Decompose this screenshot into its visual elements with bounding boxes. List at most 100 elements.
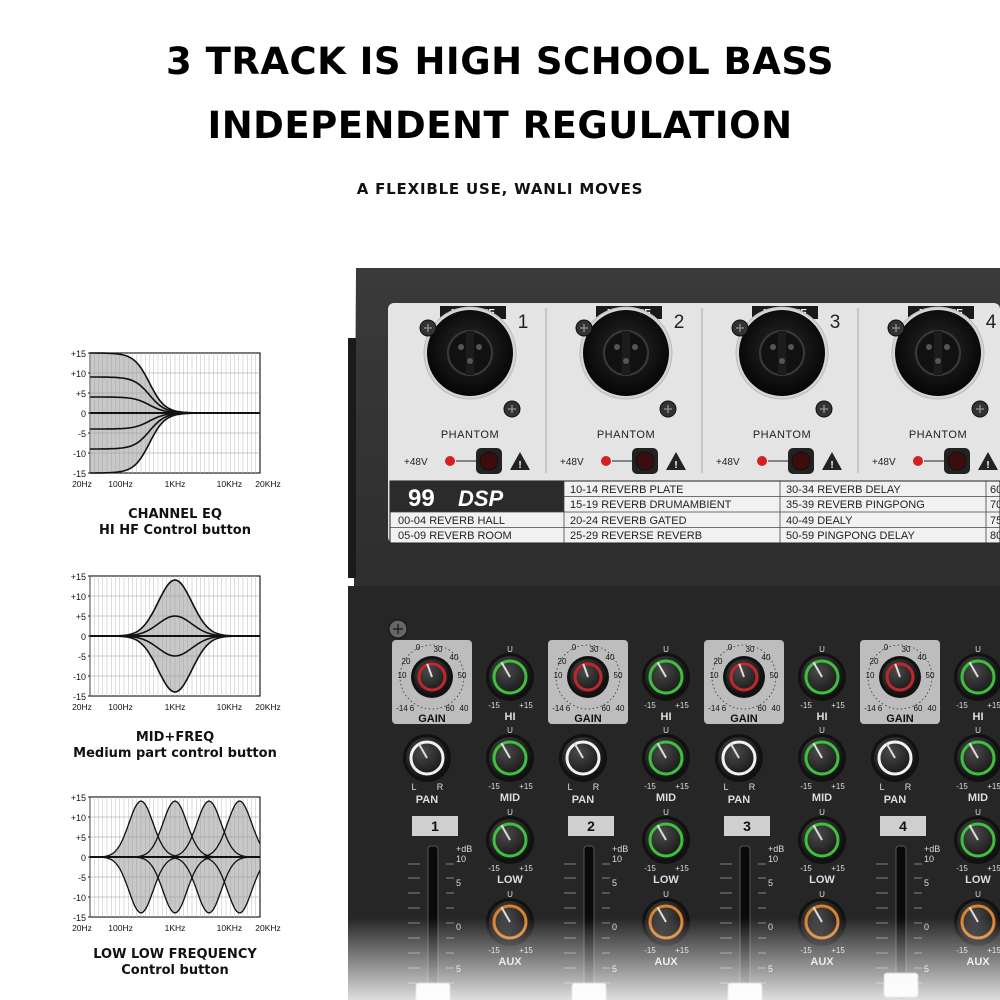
svg-text:+15: +15 [987,864,1000,873]
eq-low-xtick: 20Hz [72,923,92,933]
svg-text:+15: +15 [987,782,1000,791]
svg-text:U: U [819,890,825,899]
warning-icon [510,452,530,470]
gain-label: GAIN [886,713,914,725]
eq-low-xtick: 10KHz [217,923,243,933]
channel-badge-number: 3 [743,818,751,834]
phantom-led [445,456,455,466]
svg-text:6: 6 [410,704,415,713]
eq-low-ytick: +10 [71,813,86,823]
dsp-preset-entry: 30-34 REVERB DELAY [786,484,901,496]
svg-text:+15: +15 [519,782,533,791]
svg-text:U: U [507,808,513,817]
svg-text:5: 5 [768,878,773,888]
pan-label: PAN [572,794,594,806]
eq-caption-hi: CHANNEL EQ HI HF Control button [60,507,290,539]
svg-text:-15: -15 [644,701,656,710]
svg-text:60: 60 [446,704,455,713]
svg-text:40: 40 [762,653,771,662]
svg-text:+15: +15 [831,701,845,710]
svg-text:0: 0 [728,643,733,652]
svg-text:10: 10 [554,671,563,680]
svg-text:10: 10 [710,671,719,680]
svg-text:6: 6 [878,704,883,713]
svg-text:-14: -14 [552,704,564,713]
svg-text:10: 10 [924,854,934,864]
svg-text:+dB: +dB [768,844,784,854]
svg-text:!: ! [674,460,677,471]
svg-text:L: L [411,782,416,792]
channel-number: 1 [518,312,529,333]
dsp-badge-number: 99 [408,485,435,512]
input-channel-1: MIC/LINE1PHANTOM+48V! [404,306,530,474]
eq-mid-ytick: -10 [73,672,86,682]
hi-label: HI [817,711,828,723]
dsp-preset-entry: 70 [990,499,1000,511]
svg-text:40: 40 [928,704,937,713]
svg-text:R: R [905,782,912,792]
svg-text:U: U [507,726,513,735]
eq-caption-hi-title: CHANNEL EQ [128,507,222,522]
svg-text:L: L [879,782,884,792]
svg-text:R: R [437,782,444,792]
svg-text:-14: -14 [864,704,876,713]
phantom-label: PHANTOM [441,429,499,441]
svg-text:R: R [749,782,756,792]
svg-text:+15: +15 [831,864,845,873]
eq-hi-ytick: -15 [73,469,86,479]
channel-badge [568,816,614,836]
svg-text:50: 50 [458,671,467,680]
mid-label: MID [500,792,520,804]
phantom-led [913,456,923,466]
channel-number: 3 [830,312,841,333]
svg-text:+dB: +dB [456,844,472,854]
svg-text:40: 40 [460,704,469,713]
svg-text:40: 40 [450,653,459,662]
svg-text:5: 5 [612,878,617,888]
svg-text:U: U [507,890,513,899]
svg-text:-15: -15 [800,701,812,710]
svg-text:-15: -15 [488,864,500,873]
eq-mid-xtick: 1KHz [165,702,186,712]
svg-text:L: L [723,782,728,792]
dsp-preset-entry: 50-59 PINGPONG DELAY [786,530,915,542]
svg-text:-15: -15 [800,782,812,791]
svg-text:U: U [819,645,825,654]
eq-hi-xtick: 100Hz [108,479,133,489]
eq-low-xtick: 1KHz [165,923,186,933]
dsp-preset-entry: 80 [990,530,1000,542]
svg-text:!: ! [986,460,989,471]
dsp-preset-entry: 20-24 REVERB GATED [570,515,687,527]
eq-low-ytick: -10 [73,893,86,903]
phantom-label: PHANTOM [597,429,655,441]
svg-text:0: 0 [572,643,577,652]
svg-text:10: 10 [768,854,778,864]
eq-hi-ytick: -10 [73,449,86,459]
svg-text:60: 60 [602,704,611,713]
eq-hi-ytick: +15 [71,349,86,359]
svg-text:U: U [975,726,981,735]
svg-text:60: 60 [758,704,767,713]
svg-text:L: L [567,782,572,792]
gain-label: GAIN [730,713,758,725]
svg-text:+15: +15 [675,782,689,791]
input-channel-3: MIC/LINE3PHANTOM+48V! [701,306,842,474]
svg-text:U: U [975,645,981,654]
input-channel-4: MIC/LINE4PHANTOM+48V! [857,306,998,474]
svg-text:50: 50 [770,671,779,680]
dsp-preset-entry: 60 [990,484,1000,496]
eq-mid-xtick: 20Hz [72,702,92,712]
dsp-preset-entry: 00-04 REVERB HALL [398,515,505,527]
eq-low-ytick: +5 [76,833,86,843]
channel-badge-number: 1 [431,818,439,834]
low-label: LOW [809,874,835,886]
eq-low-ytick: -15 [73,913,86,923]
svg-text:30: 30 [590,645,599,654]
dsp-preset-entry: 25-29 REVERSE REVERB [570,530,702,542]
svg-text:20: 20 [402,657,411,666]
dsp-preset-entry: 15-19 REVERB DRUMAMBIENT [570,499,732,511]
svg-text:-14: -14 [708,704,720,713]
svg-text:U: U [819,808,825,817]
eq-low-ytick: +15 [71,793,86,803]
svg-text:60: 60 [914,704,923,713]
